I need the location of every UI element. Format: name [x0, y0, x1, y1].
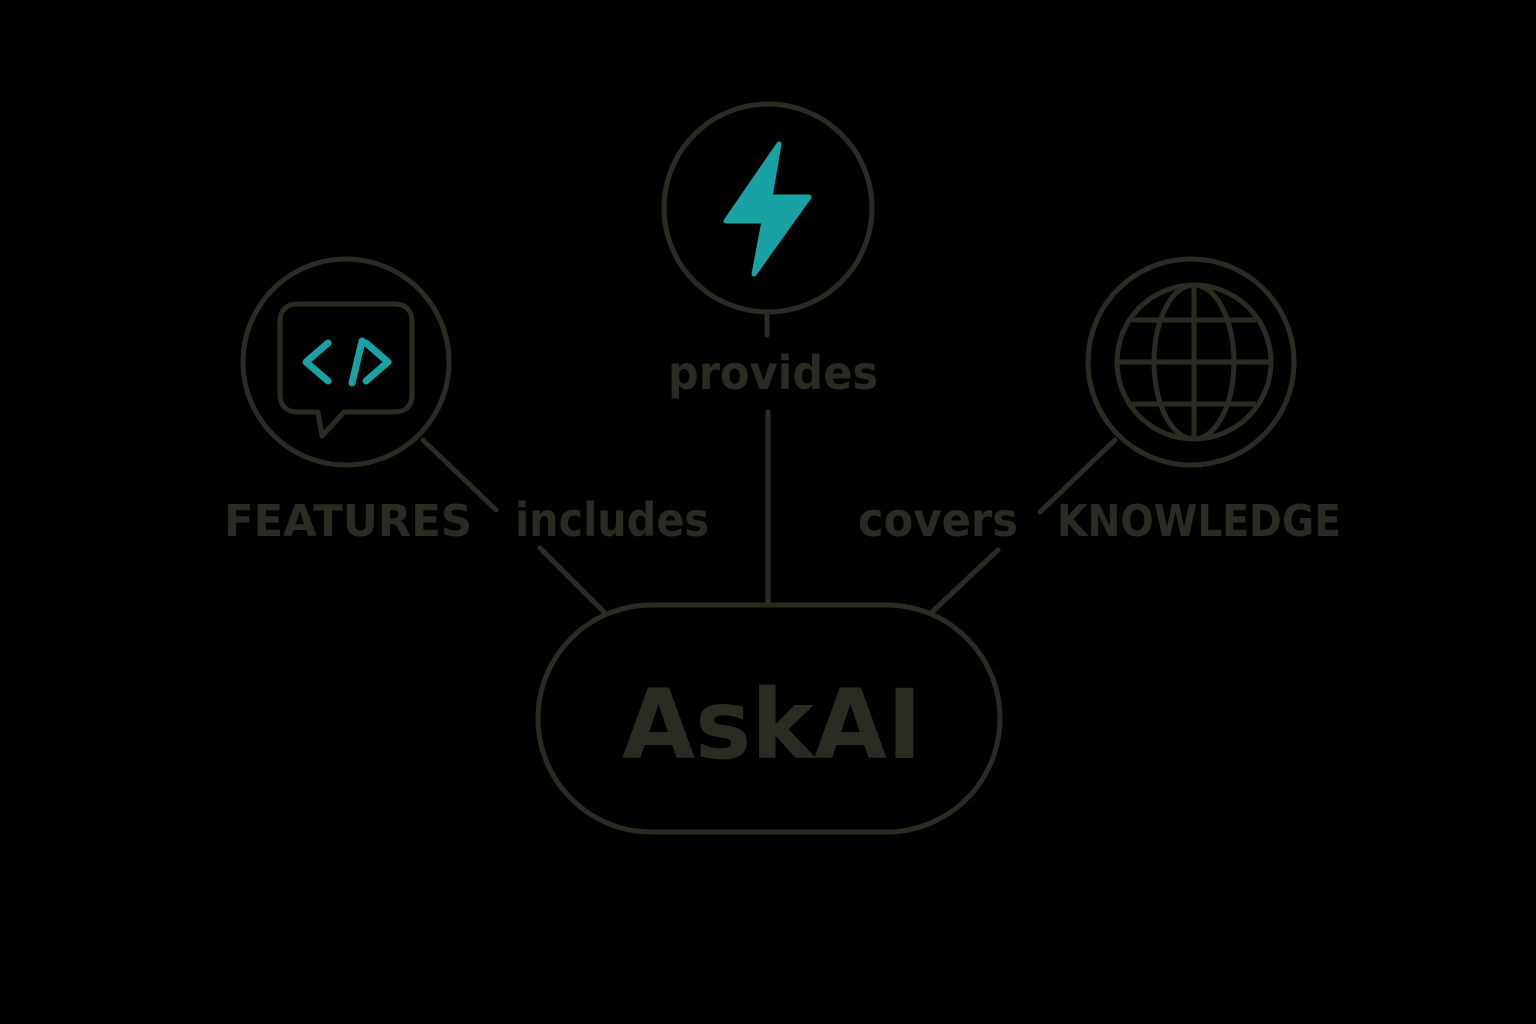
globe-icon — [1114, 282, 1274, 442]
central-node-outline — [535, 602, 1003, 835]
speed-edge-label: provides — [668, 346, 878, 400]
speed-node — [661, 101, 875, 315]
code-bracket-left — [302, 339, 332, 385]
connectors — [420, 310, 1118, 615]
features-label: FEATURES — [224, 496, 472, 547]
code-slash — [348, 337, 366, 387]
knowledge-label: KNOWLEDGE — [1057, 496, 1341, 547]
code-bracket-right — [362, 339, 392, 385]
edge-features-lower — [537, 545, 607, 615]
features-node-circle — [240, 256, 452, 468]
knowledge-node-circle — [1085, 256, 1297, 468]
speech-bubble-outline — [277, 301, 415, 439]
edge-knowledge-lower — [929, 547, 1001, 615]
edge-knowledge-upper — [1037, 437, 1118, 515]
central-node: AskAI — [535, 602, 1003, 835]
code-chat-icon — [277, 301, 415, 439]
features-edge-label: includes — [515, 493, 709, 547]
features-node — [240, 256, 452, 468]
knowledge-node — [1085, 256, 1297, 468]
knowledge-edge-label: covers — [858, 493, 1018, 547]
central-node-label: AskAI — [622, 669, 922, 781]
edge-features-upper — [420, 437, 499, 513]
speed-node-circle — [661, 101, 875, 315]
lightning-bolt-icon — [723, 141, 812, 277]
